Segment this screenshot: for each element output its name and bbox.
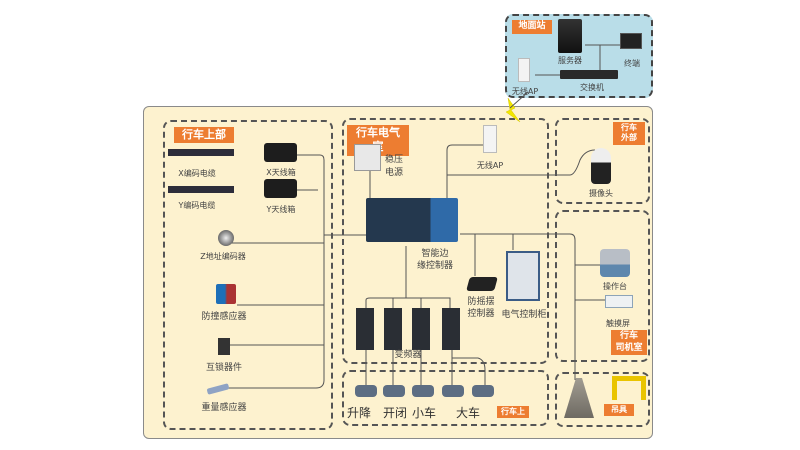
crane-ap-label: 无线AP — [476, 161, 504, 170]
terminal-label: 终端 — [624, 59, 640, 68]
spreader-icon — [612, 376, 646, 400]
y-encode-cable-icon — [168, 186, 234, 193]
crane-on-zone — [342, 370, 549, 426]
y-antenna-box-icon — [264, 179, 297, 198]
x-encode-cable-label: X编码电缆 — [178, 169, 216, 178]
ground-station-tag: 地面站 — [512, 20, 552, 34]
motor-icon — [355, 385, 377, 397]
motor-label-trolley: 小车 — [412, 406, 437, 420]
interlock-device-label: 互锁器件 — [205, 363, 242, 373]
inverters-label: 变频器 — [394, 350, 422, 360]
switch-icon — [560, 70, 618, 79]
motor-label-hoist: 升降 — [347, 406, 372, 420]
camera-icon — [591, 148, 611, 184]
inverter-icon — [384, 308, 402, 350]
spreader-zone — [555, 372, 650, 427]
crane-wireless-ap-icon — [483, 125, 497, 153]
y-antenna-box-label: Y天线箱 — [266, 205, 296, 214]
motor-icon — [412, 385, 434, 397]
interlock-device-icon — [218, 338, 230, 355]
voltage-regulator-icon — [354, 144, 381, 171]
anti-collision-sensor-icon — [216, 284, 236, 304]
motor-label-bridge: 大车 — [456, 406, 481, 420]
server-icon — [558, 19, 582, 53]
motor-icon — [383, 385, 405, 397]
x-antenna-box-icon — [264, 143, 297, 162]
inverter-icon — [356, 308, 374, 350]
motor-icon — [442, 385, 464, 397]
weight-sensor-label: 重量感应器 — [201, 403, 247, 413]
ground-ap-label: 无线AP — [511, 87, 539, 96]
control-cabinet-icon — [506, 251, 540, 301]
anti-collision-sensor-label: 防撞感应器 — [201, 312, 247, 322]
crane-exterior-tag: 行车 外部 — [613, 122, 645, 145]
spreader-tag: 吊具 — [604, 404, 634, 417]
z-encoder-label: Z地址编码器 — [200, 252, 246, 261]
edge-controller-label: 智能边 缘控制器 — [416, 249, 453, 271]
wireless-ap-icon — [518, 58, 530, 82]
anti-sway-controller-icon — [466, 277, 498, 291]
camera-label: 摄像头 — [589, 189, 613, 198]
y-encode-cable-label: Y编码电缆 — [178, 201, 216, 210]
anti-sway-controller-label: 防摇摆 控制器 — [467, 297, 495, 319]
x-antenna-box-label: X天线箱 — [266, 168, 296, 177]
z-encoder-icon — [218, 230, 234, 246]
crane-top-zone — [163, 120, 333, 430]
crane-cab-tag: 行车 司机室 — [611, 330, 647, 356]
motor-label-open-close: 开闭 — [383, 406, 408, 420]
control-cabinet-label: 电气控制柜 — [501, 310, 547, 320]
touchscreen-icon — [605, 295, 633, 308]
crane-on-tag: 行车上 — [497, 406, 529, 419]
motor-icon — [472, 385, 494, 397]
server-label: 服务器 — [558, 56, 582, 65]
crane-top-tag: 行车上部 — [174, 127, 234, 144]
voltage-regulator-label: 稳压 电源 — [384, 155, 403, 178]
inverter-icon — [442, 308, 460, 350]
inverter-icon — [412, 308, 430, 350]
x-encode-cable-icon — [168, 149, 234, 156]
edge-controller-icon — [366, 198, 458, 242]
console-icon — [600, 249, 630, 277]
console-label: 操作台 — [603, 282, 627, 291]
terminal-icon — [620, 33, 642, 49]
touchscreen-label: 触摸屏 — [606, 319, 630, 328]
switch-label: 交换机 — [580, 83, 604, 92]
